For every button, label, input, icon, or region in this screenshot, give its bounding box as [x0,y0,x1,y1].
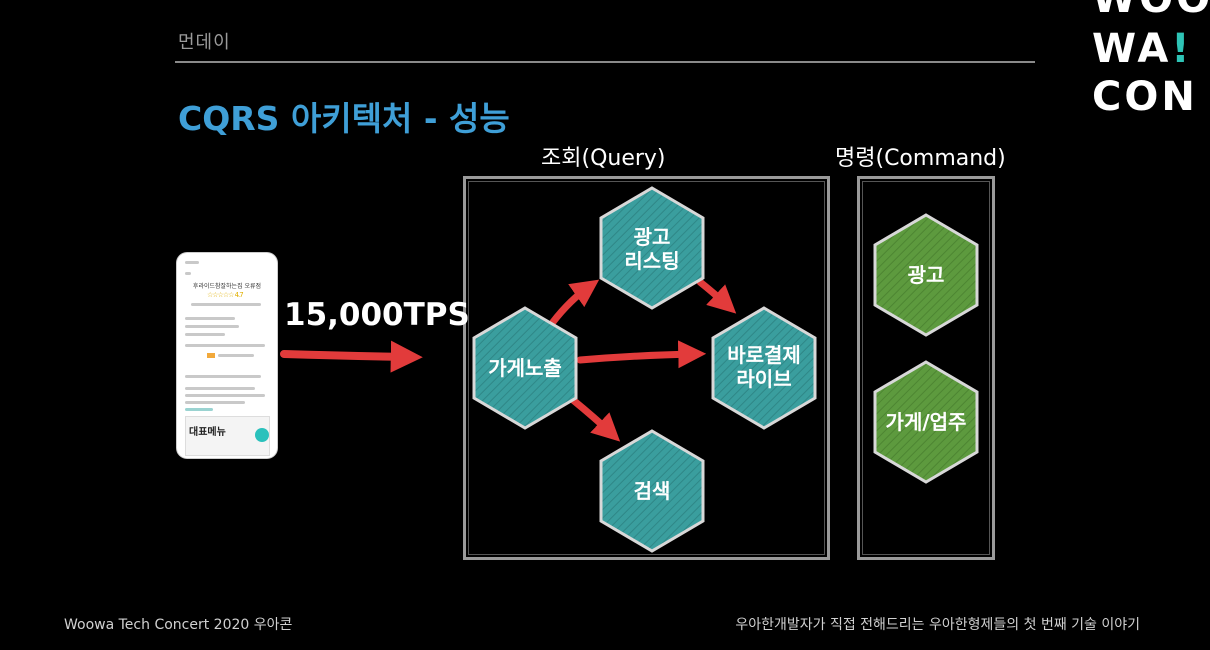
logo-exclamation: ! [1171,26,1193,72]
logo-line-2: WA! [1092,28,1193,70]
arrow-exposure-to-directpay [576,340,707,369]
hex-direct-pay-line1: 바로결제 [727,343,801,367]
hex-store-exposure-label: 가게노출 [488,356,562,380]
hex-search-label: 검색 [634,479,671,503]
phone-status-bar [185,261,199,264]
phone-text-row [185,408,213,411]
footer-tagline: 우아한개발자가 직접 전해드리는 우아한형제들의 첫 번째 기술 이야기 [735,617,1140,633]
phone-text-row [185,325,239,328]
logo-line-1: WOO [1092,0,1210,20]
hex-ad-command-label: 광고 [908,263,945,287]
phone-text-row [185,333,225,336]
hex-ad-command: 광고 [873,213,979,337]
phone-tab-row [185,375,261,378]
slide-title: CQRS 아키텍처 - 성능 [178,99,510,138]
header-divider [175,61,1035,63]
hex-store-business: 가게/업주 [873,360,979,484]
phone-menu-card-title: 대표메뉴 [189,427,226,438]
throughput-label: 15,000TPS [284,297,470,333]
query-group-label: 조회(Query) [541,146,666,171]
arrow-exposure-to-search [569,396,621,442]
hex-direct-pay-line2: 라이브 [736,367,791,391]
tps-arrow [280,340,423,373]
phone-mockup: 후라이드참잘하는집 오류점 ☆☆☆☆☆ 4.7 대표메뉴 [177,253,277,458]
arrow-exposure-to-listing [549,279,600,326]
phone-store-title: 후라이드참잘하는집 오류점 [192,283,262,290]
phone-action-row [185,344,265,347]
logo-line-2-text: WA [1092,26,1172,72]
phone-text-row [185,317,235,320]
section-label: 먼데이 [178,32,231,53]
logo-line-3: CON [1092,74,1198,120]
phone-text-row [185,401,245,404]
phone-text-row [191,303,261,306]
hex-ad-listing-line1: 광고 [634,225,671,249]
phone-text-row [185,387,255,390]
phone-text-row [185,394,265,397]
woowacon-logo: WOO WA! CON [1088,0,1210,130]
query-box [463,176,830,560]
hex-store-exposure: 가게노출 [472,306,578,430]
hex-store-business-label: 가게/업주 [886,410,967,434]
hex-ad-listing: 광고 리스팅 [599,186,705,310]
command-box [857,176,995,560]
hex-ad-listing-line2: 리스팅 [624,249,679,273]
hex-search: 검색 [599,429,705,553]
footer-event-name: Woowa Tech Concert 2020 우아콘 [64,617,293,633]
hex-direct-pay: 바로결제 라이브 [711,306,817,430]
command-group-label: 명령(Command) [835,146,1006,171]
arrow-listing-to-directpay [696,278,737,314]
phone-cart-icon [255,428,269,442]
phone-rating-stars: ☆☆☆☆☆ 4.7 [207,291,244,299]
phone-back-icon [185,272,191,275]
phone-text-row [218,354,254,357]
phone-coupon-badge [207,353,215,358]
